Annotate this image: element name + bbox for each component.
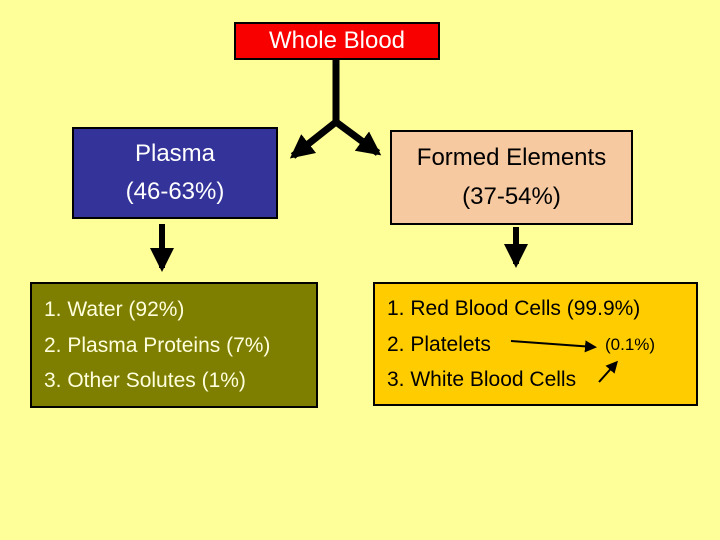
plasma-box: Plasma (46-63%)	[72, 127, 278, 219]
plasma-components-box: 1. Water (92%) 2. Plasma Proteins (7%) 3…	[30, 282, 318, 408]
branch-arrow-to-plasma	[289, 119, 339, 159]
formed-elements-percent-range: (37-54%)	[462, 182, 561, 210]
plasma-component-solutes: 3. Other Solutes (1%)	[44, 369, 246, 393]
platelets-wbc-percent-callout: (0.1%)	[605, 335, 656, 354]
plasma-component-water: 1. Water (92%)	[44, 297, 185, 321]
formed-components-box: 1. Red Blood Cells (99.9%) 2. Platelets …	[373, 282, 698, 406]
formed-elements-box: Formed Elements (37-54%)	[390, 130, 633, 225]
whole-blood-box: Whole Blood	[234, 22, 440, 60]
formed-component-rbc: 1. Red Blood Cells (99.9%)	[387, 297, 641, 321]
plasma-percent-range: (46-63%)	[125, 177, 225, 205]
plasma-component-proteins: 2. Plasma Proteins (7%)	[44, 333, 271, 357]
plasma-title: Plasma	[134, 140, 216, 168]
formed-elements-title: Formed Elements	[416, 144, 607, 172]
formed-component-platelets: 2. Platelets	[387, 332, 491, 356]
whole-blood-label: Whole Blood	[268, 27, 406, 54]
branch-arrow-to-formed-elements	[333, 119, 382, 156]
formed-component-wbc: 3. White Blood Cells	[387, 367, 577, 391]
